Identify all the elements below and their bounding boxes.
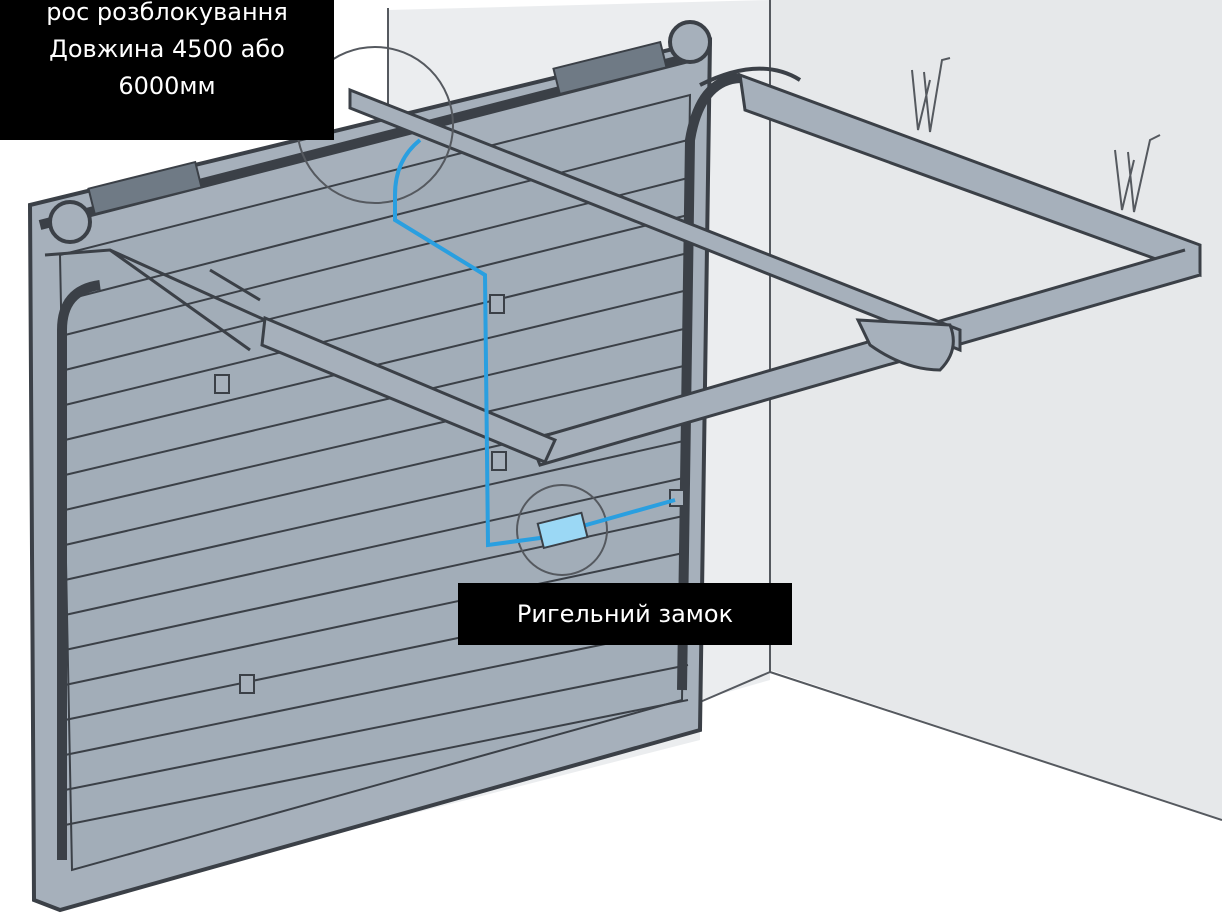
sectional-door (27, 37, 741, 913)
torsion-springs (38, 20, 712, 244)
release-cable-label-line2: Довжина 4500 або (49, 35, 285, 63)
release-cable-label: рос розблокування Довжина 4500 або 6000м… (0, 0, 334, 140)
bolt-lock-label: Ригельний замок (458, 583, 792, 645)
opener-rail (44, 46, 1202, 576)
release-cable-label-line3: 6000мм (118, 72, 216, 100)
bolt-lock (536, 511, 589, 550)
release-cable-label-line1: рос розблокування (46, 0, 288, 26)
release-cable (393, 138, 676, 548)
